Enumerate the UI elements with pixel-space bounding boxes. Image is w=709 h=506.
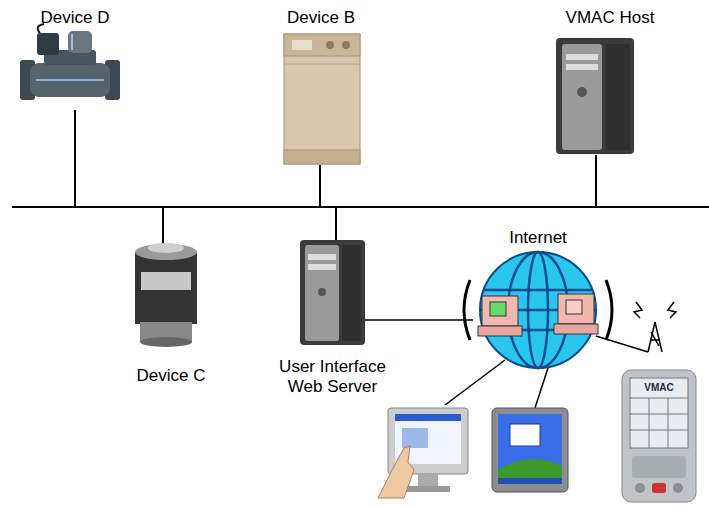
- pda-picture: [622, 370, 696, 502]
- host-box: VMAC Host: [545, 6, 675, 156]
- pda-picture-part: [652, 483, 666, 493]
- pda-picture-part: [630, 398, 688, 399]
- globe-picture-part: [480, 252, 596, 368]
- tower-picture-part: [566, 64, 598, 70]
- washer-picture-part: [284, 34, 360, 164]
- disposal-picture-part: [135, 244, 197, 260]
- valve-picture-part: [30, 63, 110, 97]
- washer-picture: [284, 34, 360, 164]
- pda-picture-part: [630, 414, 688, 415]
- device-label: User Interface Web Server: [271, 357, 395, 397]
- tablet-picture-part: [498, 414, 562, 484]
- globe-picture-part: [478, 326, 522, 336]
- pda-picture-part: [649, 398, 650, 448]
- tower-picture-part: [562, 44, 602, 150]
- antenna-picture-part: [655, 322, 662, 352]
- disposal-picture-part: [148, 243, 184, 253]
- washer-picture-part: [284, 64, 360, 65]
- device-box: Device B: [266, 6, 376, 166]
- device-label: Device D: [20, 8, 130, 28]
- device-box: Device D: [20, 6, 130, 112]
- server-picture-part: [318, 288, 326, 296]
- washer-picture-part: [326, 41, 334, 49]
- tablet-picture-part: [498, 459, 562, 484]
- device-box: Device C: [116, 238, 226, 388]
- internet-box: Internet: [473, 226, 603, 372]
- server-picture-part: [305, 245, 339, 341]
- tablet-picture: [492, 408, 568, 492]
- tower-picture-part: [606, 44, 630, 150]
- tower-picture-part: [556, 38, 634, 154]
- device-label: Device B: [266, 8, 376, 28]
- network-link: [365, 319, 473, 321]
- server-picture-part: [342, 245, 361, 341]
- washer-picture-part: [284, 34, 360, 56]
- pda-picture-part: [632, 456, 686, 478]
- globe-picture-part: [606, 280, 612, 340]
- bus-wire-part: [12, 206, 709, 208]
- washer-picture-part: [342, 41, 350, 49]
- globe-picture-part: [464, 280, 470, 340]
- monitor-picture-part: [418, 474, 438, 486]
- disposal-picture-part: [140, 337, 192, 347]
- globe-picture-part: [484, 289, 592, 292]
- server-picture: [300, 240, 365, 345]
- device-label: Device C: [116, 366, 226, 386]
- disposal-picture-part: [141, 272, 191, 290]
- monitor-picture-part: [395, 414, 461, 421]
- bus-wire-part: [595, 155, 597, 207]
- disposal-picture-part: [135, 252, 197, 324]
- tablet-picture-part: [498, 478, 562, 484]
- tablet-picture-part: [492, 408, 568, 492]
- screen-label: VMAC: [630, 382, 688, 394]
- tower-picture-part: [566, 54, 598, 60]
- globe-picture-part: [482, 296, 518, 326]
- tower-picture-part: [577, 87, 587, 97]
- monitor-picture-part: [406, 486, 450, 492]
- server-picture-part: [308, 254, 336, 260]
- globe-picture-part: [490, 302, 506, 316]
- valve-picture-part: [68, 31, 92, 53]
- antenna-picture: [634, 302, 676, 352]
- valve-picture-part: [36, 79, 104, 81]
- pda-picture-part: [630, 430, 688, 431]
- server-box: User Interface Web Server: [300, 240, 365, 345]
- antenna-picture-part: [668, 302, 676, 318]
- pda-picture-part: [622, 370, 696, 502]
- bus-wire-part: [319, 165, 321, 207]
- disposal-picture: [135, 243, 197, 347]
- monitor-picture-part: [402, 428, 428, 448]
- globe-picture-part: [554, 324, 598, 334]
- tablet-picture-part: [510, 424, 540, 446]
- valve-picture-part: [71, 34, 73, 50]
- valve-picture-part: [37, 33, 59, 55]
- antenna-picture-part: [634, 302, 642, 318]
- device-label: VMAC Host: [545, 8, 675, 28]
- pda-picture-part: [673, 483, 683, 493]
- bus-wire-part: [335, 207, 337, 240]
- client-link-part: [535, 368, 548, 408]
- client-link-part: [445, 360, 505, 405]
- globe-picture-part: [566, 300, 582, 314]
- washer-picture-part: [284, 150, 360, 164]
- server-picture-part: [308, 264, 336, 270]
- tower-picture: [556, 38, 634, 154]
- client-link-part: [596, 336, 648, 352]
- pda-picture-part: [630, 378, 688, 448]
- pda-picture-part: [668, 398, 669, 448]
- valve-picture: [20, 24, 120, 100]
- pda-picture-part: [635, 483, 645, 493]
- bus-wire-part: [162, 207, 164, 244]
- globe-picture-part: [558, 294, 594, 324]
- monitor-picture-part: [378, 446, 414, 498]
- washer-picture-part: [292, 40, 312, 50]
- server-picture-part: [300, 240, 365, 345]
- monitor-picture: [378, 408, 468, 498]
- bus-wire-part: [74, 110, 76, 207]
- globe-picture: [464, 252, 612, 368]
- device-label: Internet: [473, 228, 603, 248]
- antenna-picture-part: [651, 332, 659, 346]
